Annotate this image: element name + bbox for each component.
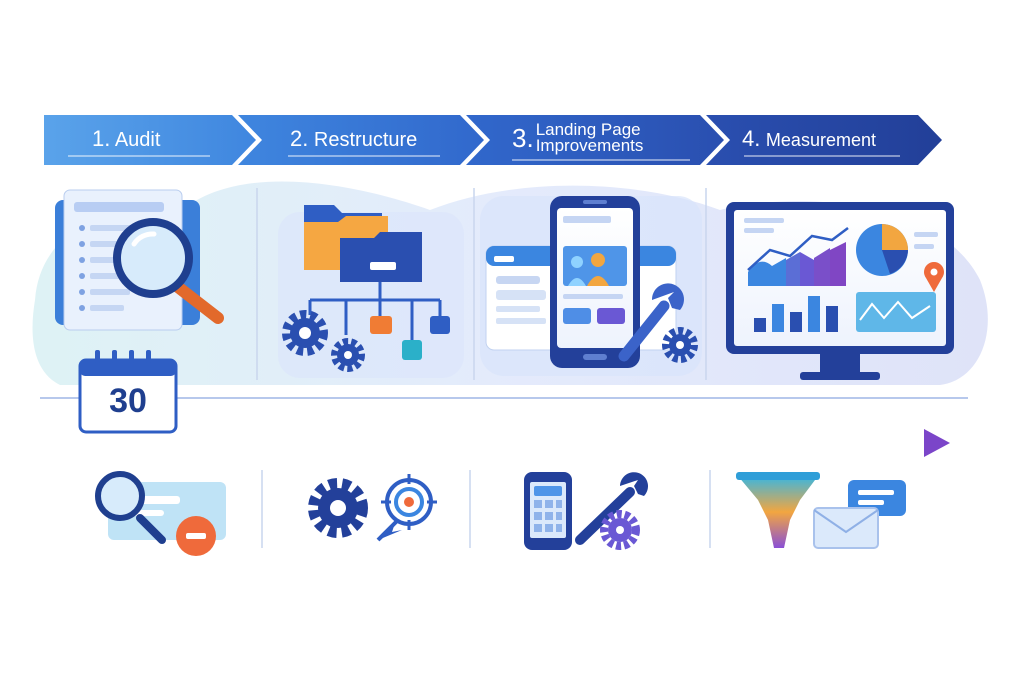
step-banner-2: [238, 115, 484, 165]
smartphone-icon: [550, 196, 640, 368]
sitemap-node-blue: [430, 316, 450, 334]
step-4-number: 4.: [742, 126, 761, 151]
wrench-icon: [618, 283, 684, 362]
step-banner-4: [706, 115, 942, 165]
sitemap-icon: [308, 282, 442, 340]
gear-icon: [282, 310, 365, 372]
bar-chart-icon: [754, 296, 838, 332]
folder-icon: [304, 205, 422, 282]
gear-target-icon: [308, 474, 437, 542]
step-4-label: 4. Measurement: [742, 128, 876, 150]
step-1-label: 1. Audit: [92, 126, 161, 151]
panel-3-gear-icon: [662, 327, 698, 363]
step-3-title-line1: Landing Page: [535, 120, 641, 139]
panel-dividers: [256, 188, 711, 548]
pie-chart-icon: [856, 224, 938, 276]
step-3-number: 3.: [512, 123, 534, 153]
step-banner-3: [466, 115, 724, 165]
phone-wrench-icon: [524, 472, 648, 550]
calendar-day: 30: [109, 382, 147, 420]
map-pin-icon: [923, 262, 944, 292]
map-chart-icon: [856, 292, 936, 332]
timeline-arrow: [55, 429, 950, 457]
step-banner-1: [44, 115, 256, 165]
step-1-number: 1.: [92, 126, 111, 151]
funnel-mail-icon: [736, 472, 906, 549]
line-chart-icon: [744, 218, 849, 286]
step-3-label: 3. Landing Page Improvements: [512, 120, 644, 155]
magnifier-icon: [113, 218, 224, 324]
step-3-title-line2: Improvements: [535, 136, 644, 155]
step-2-label: 2. Restructure: [290, 126, 418, 151]
step-1-title: Audit: [114, 129, 161, 151]
search-minus-icon: [95, 471, 226, 556]
calendar-icon: [78, 350, 178, 434]
sitemap-node-teal: [402, 340, 422, 360]
step-2-number: 2.: [290, 126, 309, 151]
step-4-title: Measurement: [765, 130, 876, 150]
sitemap-node-orange: [370, 316, 392, 334]
step-2-title: Restructure: [313, 129, 418, 151]
